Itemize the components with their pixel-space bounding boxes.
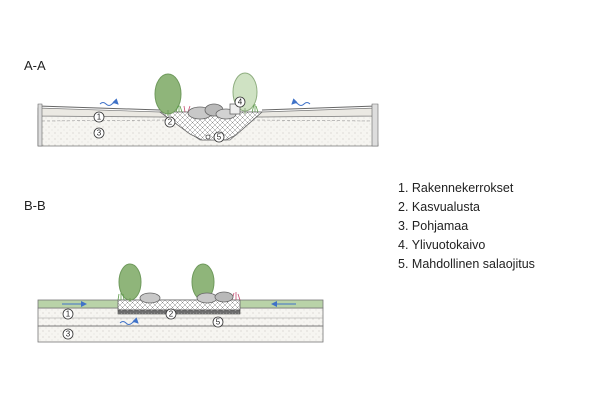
bb-marker-5: 5 (212, 316, 224, 328)
svg-text:3: 3 (66, 330, 71, 339)
bb-marker-2: 2 (165, 308, 177, 320)
legend-item-5: 5. Mahdollinen salaojitus (398, 257, 535, 271)
svg-text:2: 2 (169, 310, 174, 319)
svg-text:1: 1 (66, 310, 71, 319)
aa-water-arrow-left (99, 98, 119, 106)
legend-item-1: 1. Rakennekerrokset (398, 181, 514, 195)
section-bb-drawing: 1 3 2 5 (37, 263, 324, 343)
svg-text:1: 1 (97, 113, 102, 122)
legend: 1. Rakennekerrokset 2. Kasvualusta 3. Po… (398, 179, 535, 274)
legend-item-3: 3. Pohjamaa (398, 219, 469, 233)
section-label-aa: A-A (24, 58, 46, 73)
aa-marker-4: 4 (234, 96, 246, 108)
bb-plant-left (118, 263, 142, 301)
svg-text:2: 2 (168, 118, 173, 127)
bb-marker-3: 3 (62, 328, 74, 340)
svg-text:5: 5 (216, 318, 221, 327)
aa-drain-pipe (205, 134, 211, 140)
bb-marker-1: 1 (62, 308, 74, 320)
bb-water-arrow-lower (119, 317, 139, 325)
bb-subsoil (37, 325, 324, 343)
svg-text:5: 5 (217, 133, 222, 142)
section-label-bb: B-B (24, 198, 46, 213)
aa-marker-2: 2 (164, 116, 176, 128)
svg-text:4: 4 (238, 98, 243, 107)
aa-water-arrow-right (291, 98, 311, 106)
aa-growing-medium (158, 111, 264, 141)
aa-marker-5: 5 (213, 131, 225, 143)
section-aa-drawing: 1 3 2 4 5 (37, 72, 379, 147)
svg-text:3: 3 (97, 129, 102, 138)
bb-drain-layer (117, 309, 241, 315)
legend-item-2: 2. Kasvualusta (398, 200, 481, 214)
aa-marker-3: 3 (93, 127, 105, 139)
legend-item-4: 4. Ylivuotokaivo (398, 238, 486, 252)
aa-marker-1: 1 (93, 111, 105, 123)
